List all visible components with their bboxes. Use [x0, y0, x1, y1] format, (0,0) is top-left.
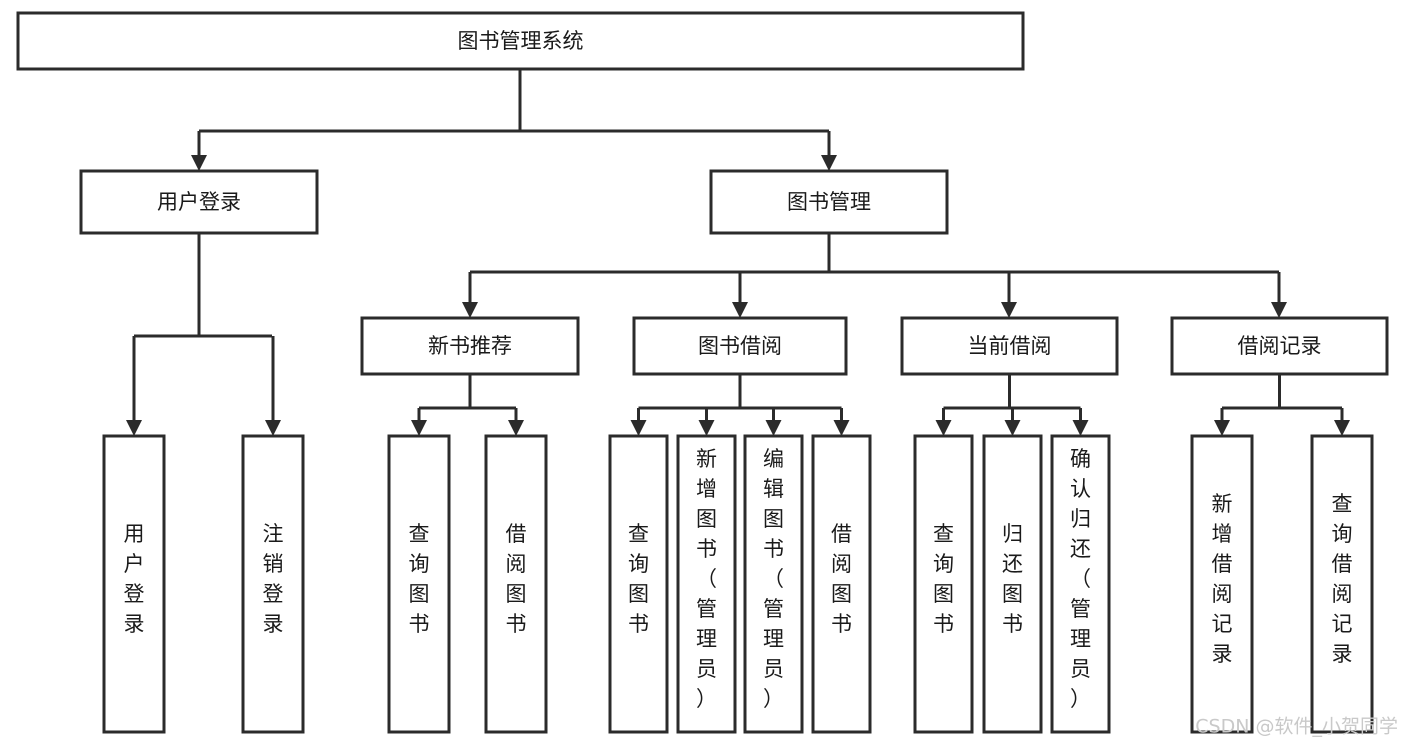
node-box-leaf-return-book[interactable] [982, 434, 1043, 734]
leaf-link-new-book-recommend-1-arrowhead [508, 420, 524, 436]
node-new-book-recommend[interactable]: 新书推荐 [360, 316, 580, 376]
node-box-leaf-logout[interactable] [241, 434, 305, 734]
node-leaf-query-book-borrow[interactable]: 查询图书 [608, 434, 669, 734]
node-leaf-user-login[interactable]: 用户登录 [102, 434, 166, 734]
leaf-link-borrow-record-0-arrowhead [1214, 420, 1230, 436]
node-root[interactable]: 图书管理系统 [16, 11, 1025, 71]
node-user-login[interactable]: 用户登录 [79, 169, 319, 235]
node-label-user-login: 用户登录 [157, 190, 241, 214]
node-box-book-management[interactable] [709, 169, 949, 235]
node-book-management[interactable]: 图书管理 [709, 169, 949, 235]
node-label-leaf-return-book: 归还图书 [1002, 522, 1023, 636]
node-box-user-login[interactable] [79, 169, 319, 235]
node-box-leaf-add-borrow-record[interactable] [1190, 434, 1254, 734]
node-box-root[interactable] [16, 11, 1025, 71]
node-label-leaf-query-borrow-record: 查询借阅记录 [1332, 492, 1353, 666]
node-leaf-borrow-book-recommend[interactable]: 借阅图书 [484, 434, 548, 734]
node-leaf-logout[interactable]: 注销登录 [241, 434, 305, 734]
level1-link-1-arrowhead [821, 155, 837, 171]
leaf-link-book-borrow-1-arrowhead [698, 420, 715, 436]
node-box-leaf-borrow-book-recommend[interactable] [484, 434, 548, 734]
node-label-leaf-borrow-book: 借阅图书 [831, 522, 852, 636]
node-leaf-confirm-return-admin[interactable]: 确认归还（管理员） [1050, 434, 1111, 734]
node-borrow-record[interactable]: 借阅记录 [1170, 316, 1389, 376]
level2-link-0-arrowhead [462, 302, 478, 318]
level1-link-0-arrowhead [191, 155, 207, 171]
node-label-leaf-confirm-return-admin: 确认归还（管理员） [1070, 447, 1091, 711]
node-box-leaf-query-book-recommend[interactable] [387, 434, 451, 734]
node-label-new-book-recommend: 新书推荐 [428, 334, 512, 358]
leaf-link-current-borrow-0-arrowhead [935, 420, 952, 436]
node-box-borrow-record[interactable] [1170, 316, 1389, 376]
node-leaf-query-book-current[interactable]: 查询图书 [913, 434, 974, 734]
leaf-link-current-borrow-1-arrowhead [1004, 420, 1021, 436]
node-label-leaf-user-login: 用户登录 [124, 522, 145, 636]
node-label-root: 图书管理系统 [458, 29, 584, 53]
leaf-link-book-borrow-3-arrowhead [833, 420, 850, 436]
node-label-leaf-query-book-current: 查询图书 [933, 522, 954, 636]
level2-link-2-arrowhead [1001, 302, 1017, 318]
leaf-link-user-login-1-arrowhead [265, 420, 281, 436]
node-box-leaf-confirm-return-admin[interactable] [1050, 434, 1111, 734]
node-label-leaf-logout: 注销登录 [263, 522, 284, 636]
level2-link-1-arrowhead [732, 302, 748, 318]
node-box-current-borrow[interactable] [900, 316, 1119, 376]
node-book-borrow[interactable]: 图书借阅 [632, 316, 848, 376]
node-label-book-borrow: 图书借阅 [698, 334, 782, 358]
leaf-link-current-borrow-2-arrowhead [1072, 420, 1089, 436]
node-box-leaf-query-borrow-record[interactable] [1310, 434, 1374, 734]
node-leaf-edit-book-admin[interactable]: 编辑图书（管理员） [743, 434, 804, 734]
node-box-leaf-query-book-current[interactable] [913, 434, 974, 734]
node-leaf-borrow-book[interactable]: 借阅图书 [811, 434, 872, 734]
node-box-leaf-borrow-book[interactable] [811, 434, 872, 734]
leaf-link-borrow-record-1-arrowhead [1334, 420, 1350, 436]
leaf-link-user-login-0-arrowhead [126, 420, 142, 436]
node-leaf-query-borrow-record[interactable]: 查询借阅记录 [1310, 434, 1374, 734]
node-label-borrow-record: 借阅记录 [1238, 334, 1322, 358]
nodes-layer: 图书管理系统用户登录图书管理新书推荐图书借阅当前借阅借阅记录用户登录注销登录查询… [16, 11, 1389, 734]
node-leaf-add-borrow-record[interactable]: 新增借阅记录 [1190, 434, 1254, 734]
node-label-leaf-edit-book-admin: 编辑图书（管理员） [763, 447, 784, 711]
level2-link-3-arrowhead [1271, 302, 1287, 318]
leaf-link-new-book-recommend-0-arrowhead [411, 420, 427, 436]
node-label-leaf-add-book-admin: 新增图书（管理员） [696, 447, 717, 711]
node-box-book-borrow[interactable] [632, 316, 848, 376]
node-leaf-add-book-admin[interactable]: 新增图书（管理员） [676, 434, 737, 734]
node-label-leaf-query-book-recommend: 查询图书 [409, 522, 430, 636]
node-box-leaf-add-book-admin[interactable] [676, 434, 737, 734]
node-label-current-borrow: 当前借阅 [968, 334, 1052, 358]
node-box-leaf-user-login[interactable] [102, 434, 166, 734]
node-label-leaf-add-borrow-record: 新增借阅记录 [1212, 492, 1233, 666]
connectors-layer [126, 69, 1350, 436]
node-box-leaf-edit-book-admin[interactable] [743, 434, 804, 734]
node-current-borrow[interactable]: 当前借阅 [900, 316, 1119, 376]
node-leaf-return-book[interactable]: 归还图书 [982, 434, 1043, 734]
leaf-link-book-borrow-0-arrowhead [630, 420, 647, 436]
node-leaf-query-book-recommend[interactable]: 查询图书 [387, 434, 451, 734]
leaf-link-book-borrow-2-arrowhead [765, 420, 782, 436]
node-box-new-book-recommend[interactable] [360, 316, 580, 376]
node-label-leaf-query-book-borrow: 查询图书 [628, 522, 649, 636]
csdn-watermark: CSDN @软件_小贺同学 [1195, 716, 1398, 738]
node-label-book-management: 图书管理 [787, 190, 871, 214]
node-box-leaf-query-book-borrow[interactable] [608, 434, 669, 734]
node-label-leaf-borrow-book-recommend: 借阅图书 [506, 522, 527, 636]
